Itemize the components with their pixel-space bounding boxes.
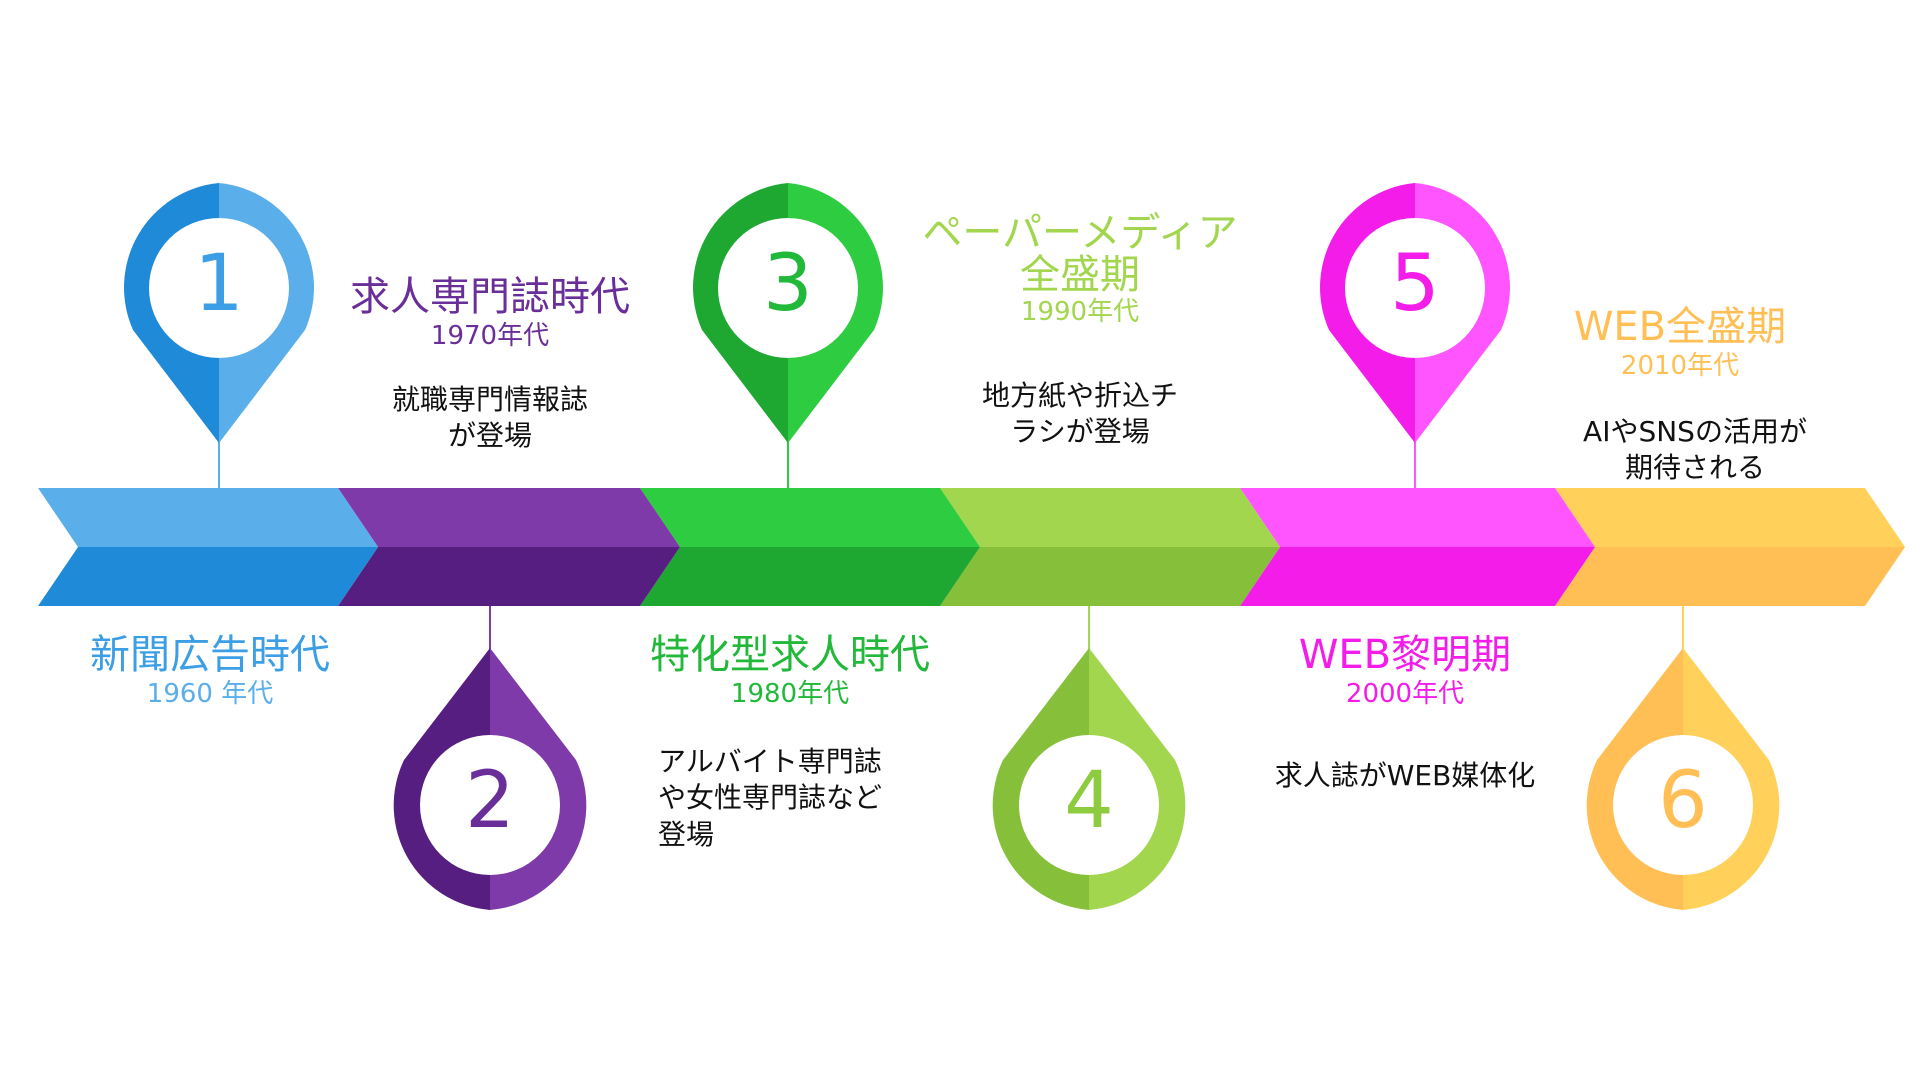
era-5-label: WEB黎明期 2000年代	[1255, 632, 1555, 710]
era-5-title: WEB黎明期	[1298, 632, 1512, 678]
era-1-label: 新聞広告時代 1960 年代	[60, 632, 360, 710]
pin-number-1: 1	[194, 239, 244, 329]
arrow-segment-4	[940, 488, 1280, 606]
era-2-description: 就職専門情報誌 が登場	[360, 382, 620, 455]
era-4-label: ペーパーメディア 全盛期 1990年代	[910, 212, 1250, 328]
era-4-description: 地方紙や折込チ ラシが登場	[950, 378, 1210, 451]
era-5-year: 2000年代	[1345, 679, 1465, 709]
era-6-desc-line: AIやSNSの活用が	[1583, 415, 1807, 448]
era-3-title: 特化型求人時代	[650, 632, 930, 678]
era-1-year: 1960 年代	[146, 679, 274, 709]
era-4-title-line: 全盛期	[1020, 252, 1140, 298]
pin-number-2: 2	[465, 756, 515, 846]
era-6-year: 2010年代	[1620, 351, 1740, 381]
era-4-title-line: ペーパーメディア	[922, 210, 1238, 256]
arrow-segment-5	[1240, 488, 1595, 606]
pin-number-5: 5	[1390, 239, 1440, 329]
arrow-segment-3	[640, 488, 980, 606]
pin-5	[1320, 183, 1510, 443]
pin-3	[693, 183, 883, 443]
era-6-title: WEB全盛期	[1573, 304, 1787, 350]
pin-number-3: 3	[763, 239, 813, 329]
era-4-desc-line: 地方紙や折込チ	[981, 379, 1178, 412]
era-6-description: AIやSNSの活用が 期待される	[1560, 414, 1830, 487]
era-4-desc-line: ラシが登場	[1010, 415, 1150, 449]
era-1-title: 新聞広告時代	[90, 632, 330, 678]
pin-number-4: 4	[1064, 756, 1114, 846]
era-5-desc-line: 求人誌がWEB媒体化	[1274, 759, 1536, 792]
era-3-desc-line: や女性専門誌など	[658, 781, 883, 815]
arrow-segment-6	[1555, 488, 1905, 606]
pin-6	[1586, 648, 1780, 910]
era-4-year: 1990年代	[1020, 297, 1140, 327]
arrow-segment-2	[338, 488, 680, 606]
era-3-description: アルバイト専門誌 や女性専門誌など 登場	[658, 744, 938, 853]
era-6-desc-line: 期待される	[1624, 451, 1765, 485]
era-3-year: 1980年代	[730, 679, 850, 709]
era-2-desc-line: が登場	[447, 419, 532, 453]
era-3-desc-line: アルバイト専門誌	[658, 745, 882, 778]
era-5-description: 求人誌がWEB媒体化	[1250, 758, 1560, 794]
pin-4	[992, 648, 1186, 910]
pin-2	[393, 648, 587, 910]
era-6-label: WEB全盛期 2010年代	[1530, 304, 1830, 382]
era-2-year: 1970年代	[430, 321, 550, 351]
pin-1	[124, 183, 314, 443]
pin-number-6: 6	[1658, 756, 1708, 846]
era-2-title: 求人専門誌時代	[350, 274, 630, 320]
arrow-segment-1	[38, 488, 378, 606]
era-3-label: 特化型求人時代 1980年代	[620, 632, 960, 710]
era-2-label: 求人専門誌時代 1970年代	[330, 274, 650, 352]
era-2-desc-line: 就職専門情報誌	[391, 383, 588, 416]
era-3-desc-line: 登場	[658, 817, 715, 851]
